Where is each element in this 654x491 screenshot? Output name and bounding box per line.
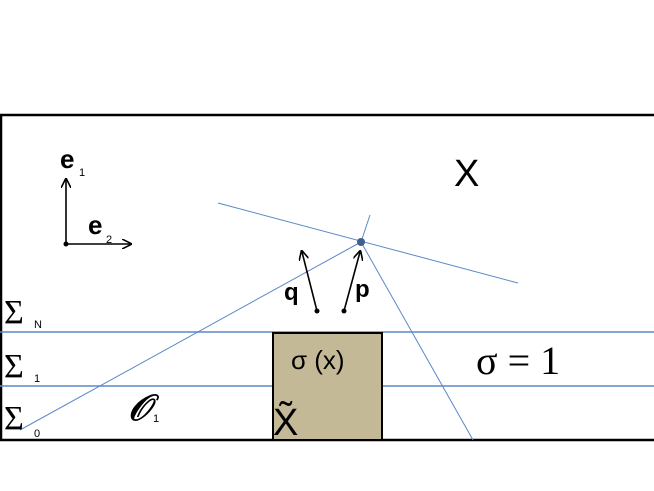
label-sigma-0: Σ [4, 400, 24, 437]
intersection-point [357, 238, 365, 246]
ray-left [19, 241, 362, 431]
label-sigma-x: σ (x) [291, 345, 345, 375]
label-o-sub: 1 [153, 413, 159, 425]
label-x-tilde: X̃ [273, 401, 298, 444]
label-sigma-1-sub: 1 [34, 373, 40, 385]
label-sigma-0-sub: 0 [34, 428, 40, 440]
label-sigma-n-sub: N [34, 319, 42, 331]
label-q: q [284, 279, 299, 306]
vector-q-arrow [302, 252, 318, 312]
label-e1-sub: 1 [79, 167, 85, 179]
ray-top-short [360, 214, 371, 243]
label-sigma-1: Σ [4, 348, 24, 385]
label-x: X [454, 153, 479, 195]
ray-down [360, 241, 474, 441]
label-sigma-equals-one: σ = 1 [476, 338, 560, 383]
ray-upper [217, 202, 519, 284]
vector-p-base [341, 308, 347, 314]
label-sigma-n: Σ [4, 294, 24, 331]
label-e1: e [60, 144, 74, 174]
sigma-box [272, 332, 383, 441]
vector-q-base [314, 308, 320, 314]
label-e2: e [88, 210, 102, 240]
axis-origin [63, 241, 69, 247]
label-e2-sub: 2 [106, 234, 112, 246]
label-p: p [355, 276, 370, 303]
vector-p-arrow [343, 252, 360, 312]
